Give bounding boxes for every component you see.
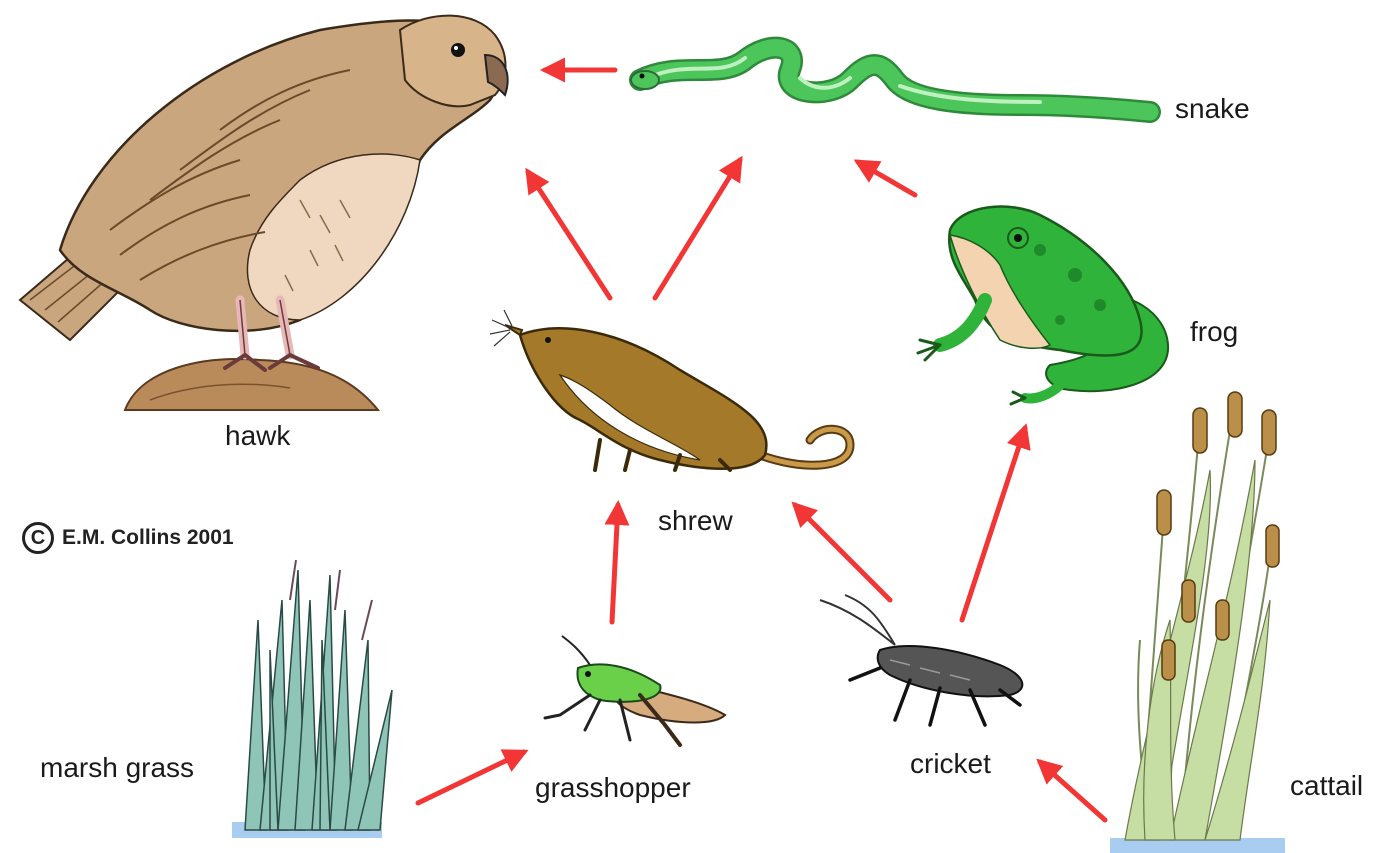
grasshopper-icon (545, 636, 725, 745)
arrow-shrew-to-hawk (528, 172, 610, 298)
label-cattail: cattail (1290, 770, 1363, 802)
arrow-cricket-to-shrew (795, 505, 890, 600)
arrow-cattail-to-cricket (1040, 762, 1105, 820)
frog-icon (918, 207, 1168, 404)
label-cricket: cricket (910, 748, 991, 780)
copyright-text: E.M. Collins 2001 (62, 526, 234, 550)
arrow-grasshopper-to-shrew (612, 505, 618, 622)
label-marsh-grass: marsh grass (40, 752, 194, 784)
label-shrew: shrew (658, 505, 733, 537)
marsh-grass-icon (232, 560, 392, 838)
shrew-icon (490, 310, 850, 470)
copyright-icon: C (22, 522, 54, 554)
snake-icon (631, 48, 1150, 112)
cricket-icon (820, 595, 1022, 725)
hawk-icon (20, 16, 508, 410)
arrow-cricket-to-frog (962, 428, 1025, 620)
arrow-marsh-grass-to-grasshopper (418, 752, 524, 803)
label-hawk: hawk (225, 420, 290, 452)
copyright-notice: C E.M. Collins 2001 (22, 522, 234, 554)
cattail-icon (1110, 392, 1285, 853)
arrow-frog-to-snake (858, 162, 915, 195)
arrow-shrew-to-snake (655, 160, 740, 298)
label-frog: frog (1190, 316, 1238, 348)
label-grasshopper: grasshopper (535, 772, 691, 804)
label-snake: snake (1175, 93, 1250, 125)
